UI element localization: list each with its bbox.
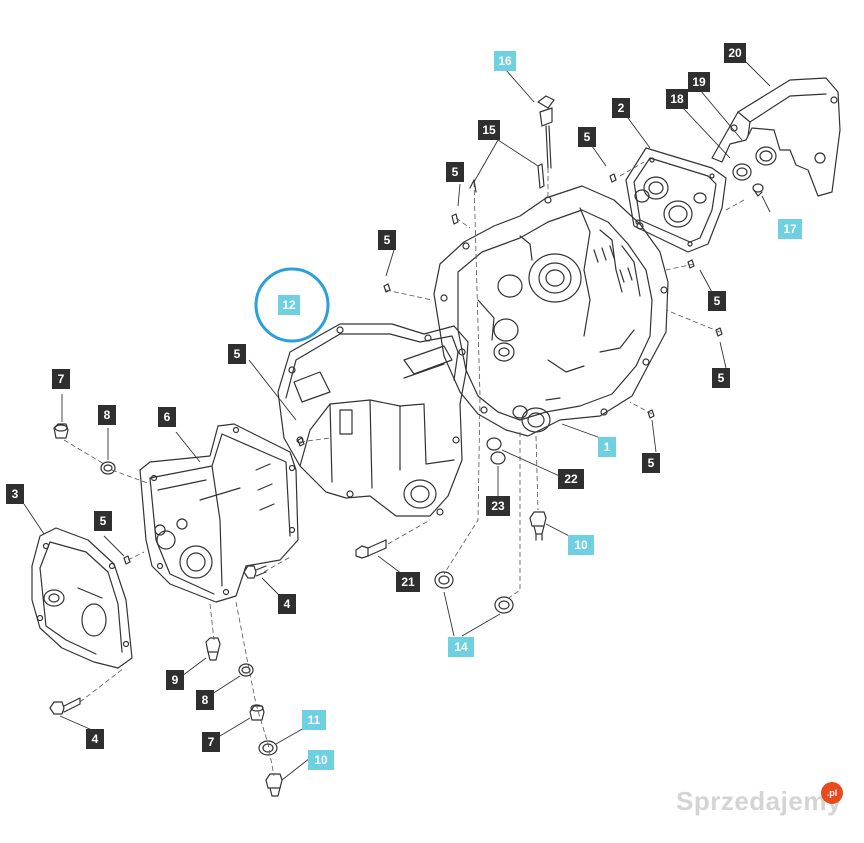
callout-5-h: 5 xyxy=(94,511,112,531)
part-o-ring-23 xyxy=(490,451,506,465)
part-washer-8-upper xyxy=(100,461,116,475)
callout-4-lower: 4 xyxy=(86,729,104,749)
callout-9: 9 xyxy=(166,670,184,690)
callout-20: 20 xyxy=(724,43,746,63)
part-bolt-21 xyxy=(355,539,387,559)
callout-7-upper: 7 xyxy=(52,369,70,389)
dowel-pins xyxy=(123,173,723,565)
part-dipstick xyxy=(537,95,555,169)
callout-5-a: 5 xyxy=(578,127,596,147)
part-drain-plug-lower xyxy=(265,773,283,797)
assembly-lines xyxy=(63,161,745,777)
callout-8-upper: 8 xyxy=(98,405,116,425)
part-plug-9 xyxy=(205,637,221,661)
callout-12: 12 xyxy=(278,295,300,315)
callout-1: 1 xyxy=(598,437,616,457)
watermark-badge-icon: .pl xyxy=(821,782,843,804)
part-bolt-4-lower xyxy=(49,697,81,715)
callout-8-lower: 8 xyxy=(196,690,214,710)
part-o-ring-22 xyxy=(486,437,502,451)
callout-7-lower: 7 xyxy=(202,732,220,752)
callout-5-c: 5 xyxy=(378,230,396,250)
part-plug-7-lower xyxy=(249,704,265,721)
callout-17: 17 xyxy=(778,219,802,239)
part-intermediate-housing xyxy=(277,323,469,517)
part-main-housing xyxy=(433,185,669,437)
callout-3: 3 xyxy=(6,484,24,504)
callout-5-g: 5 xyxy=(642,453,660,473)
highlight-circle xyxy=(254,267,330,343)
part-seal-ring xyxy=(755,146,777,166)
callout-23: 23 xyxy=(486,496,510,516)
part-washer-14b xyxy=(494,596,514,614)
callout-22: 22 xyxy=(558,469,584,489)
callout-5-b: 5 xyxy=(446,162,464,182)
callout-6: 6 xyxy=(158,407,176,427)
part-gearbox-housing xyxy=(139,423,299,603)
watermark-text: Sprzedajemy xyxy=(676,786,842,816)
callout-14: 14 xyxy=(448,637,474,657)
part-pins-15 xyxy=(469,163,545,193)
part-washer-18 xyxy=(732,163,752,181)
callout-10-lower: 10 xyxy=(308,750,334,770)
part-washer-8-lower xyxy=(238,663,254,677)
part-drain-plug-right xyxy=(529,511,547,541)
part-gasket-plate xyxy=(625,147,727,253)
part-cover-shield xyxy=(711,77,841,197)
part-bolt-17 xyxy=(752,183,764,197)
label-leaders xyxy=(23,61,771,781)
part-end-cover xyxy=(31,527,133,669)
callout-19: 19 xyxy=(688,72,710,92)
callout-5-d: 5 xyxy=(708,291,726,311)
callout-18: 18 xyxy=(666,89,688,109)
part-washer-14a xyxy=(434,571,454,589)
callout-5-e: 5 xyxy=(228,344,246,364)
callout-10-right: 10 xyxy=(568,535,594,555)
callout-16: 16 xyxy=(494,51,516,71)
callout-5-f: 5 xyxy=(712,368,730,388)
callout-15: 15 xyxy=(478,120,500,140)
part-bolt-4-upper xyxy=(243,565,267,579)
callout-4-upper: 4 xyxy=(278,594,296,614)
callout-21: 21 xyxy=(396,572,420,592)
callout-11: 11 xyxy=(302,710,326,730)
callout-2: 2 xyxy=(612,98,630,118)
part-plug-7-upper xyxy=(53,423,69,439)
